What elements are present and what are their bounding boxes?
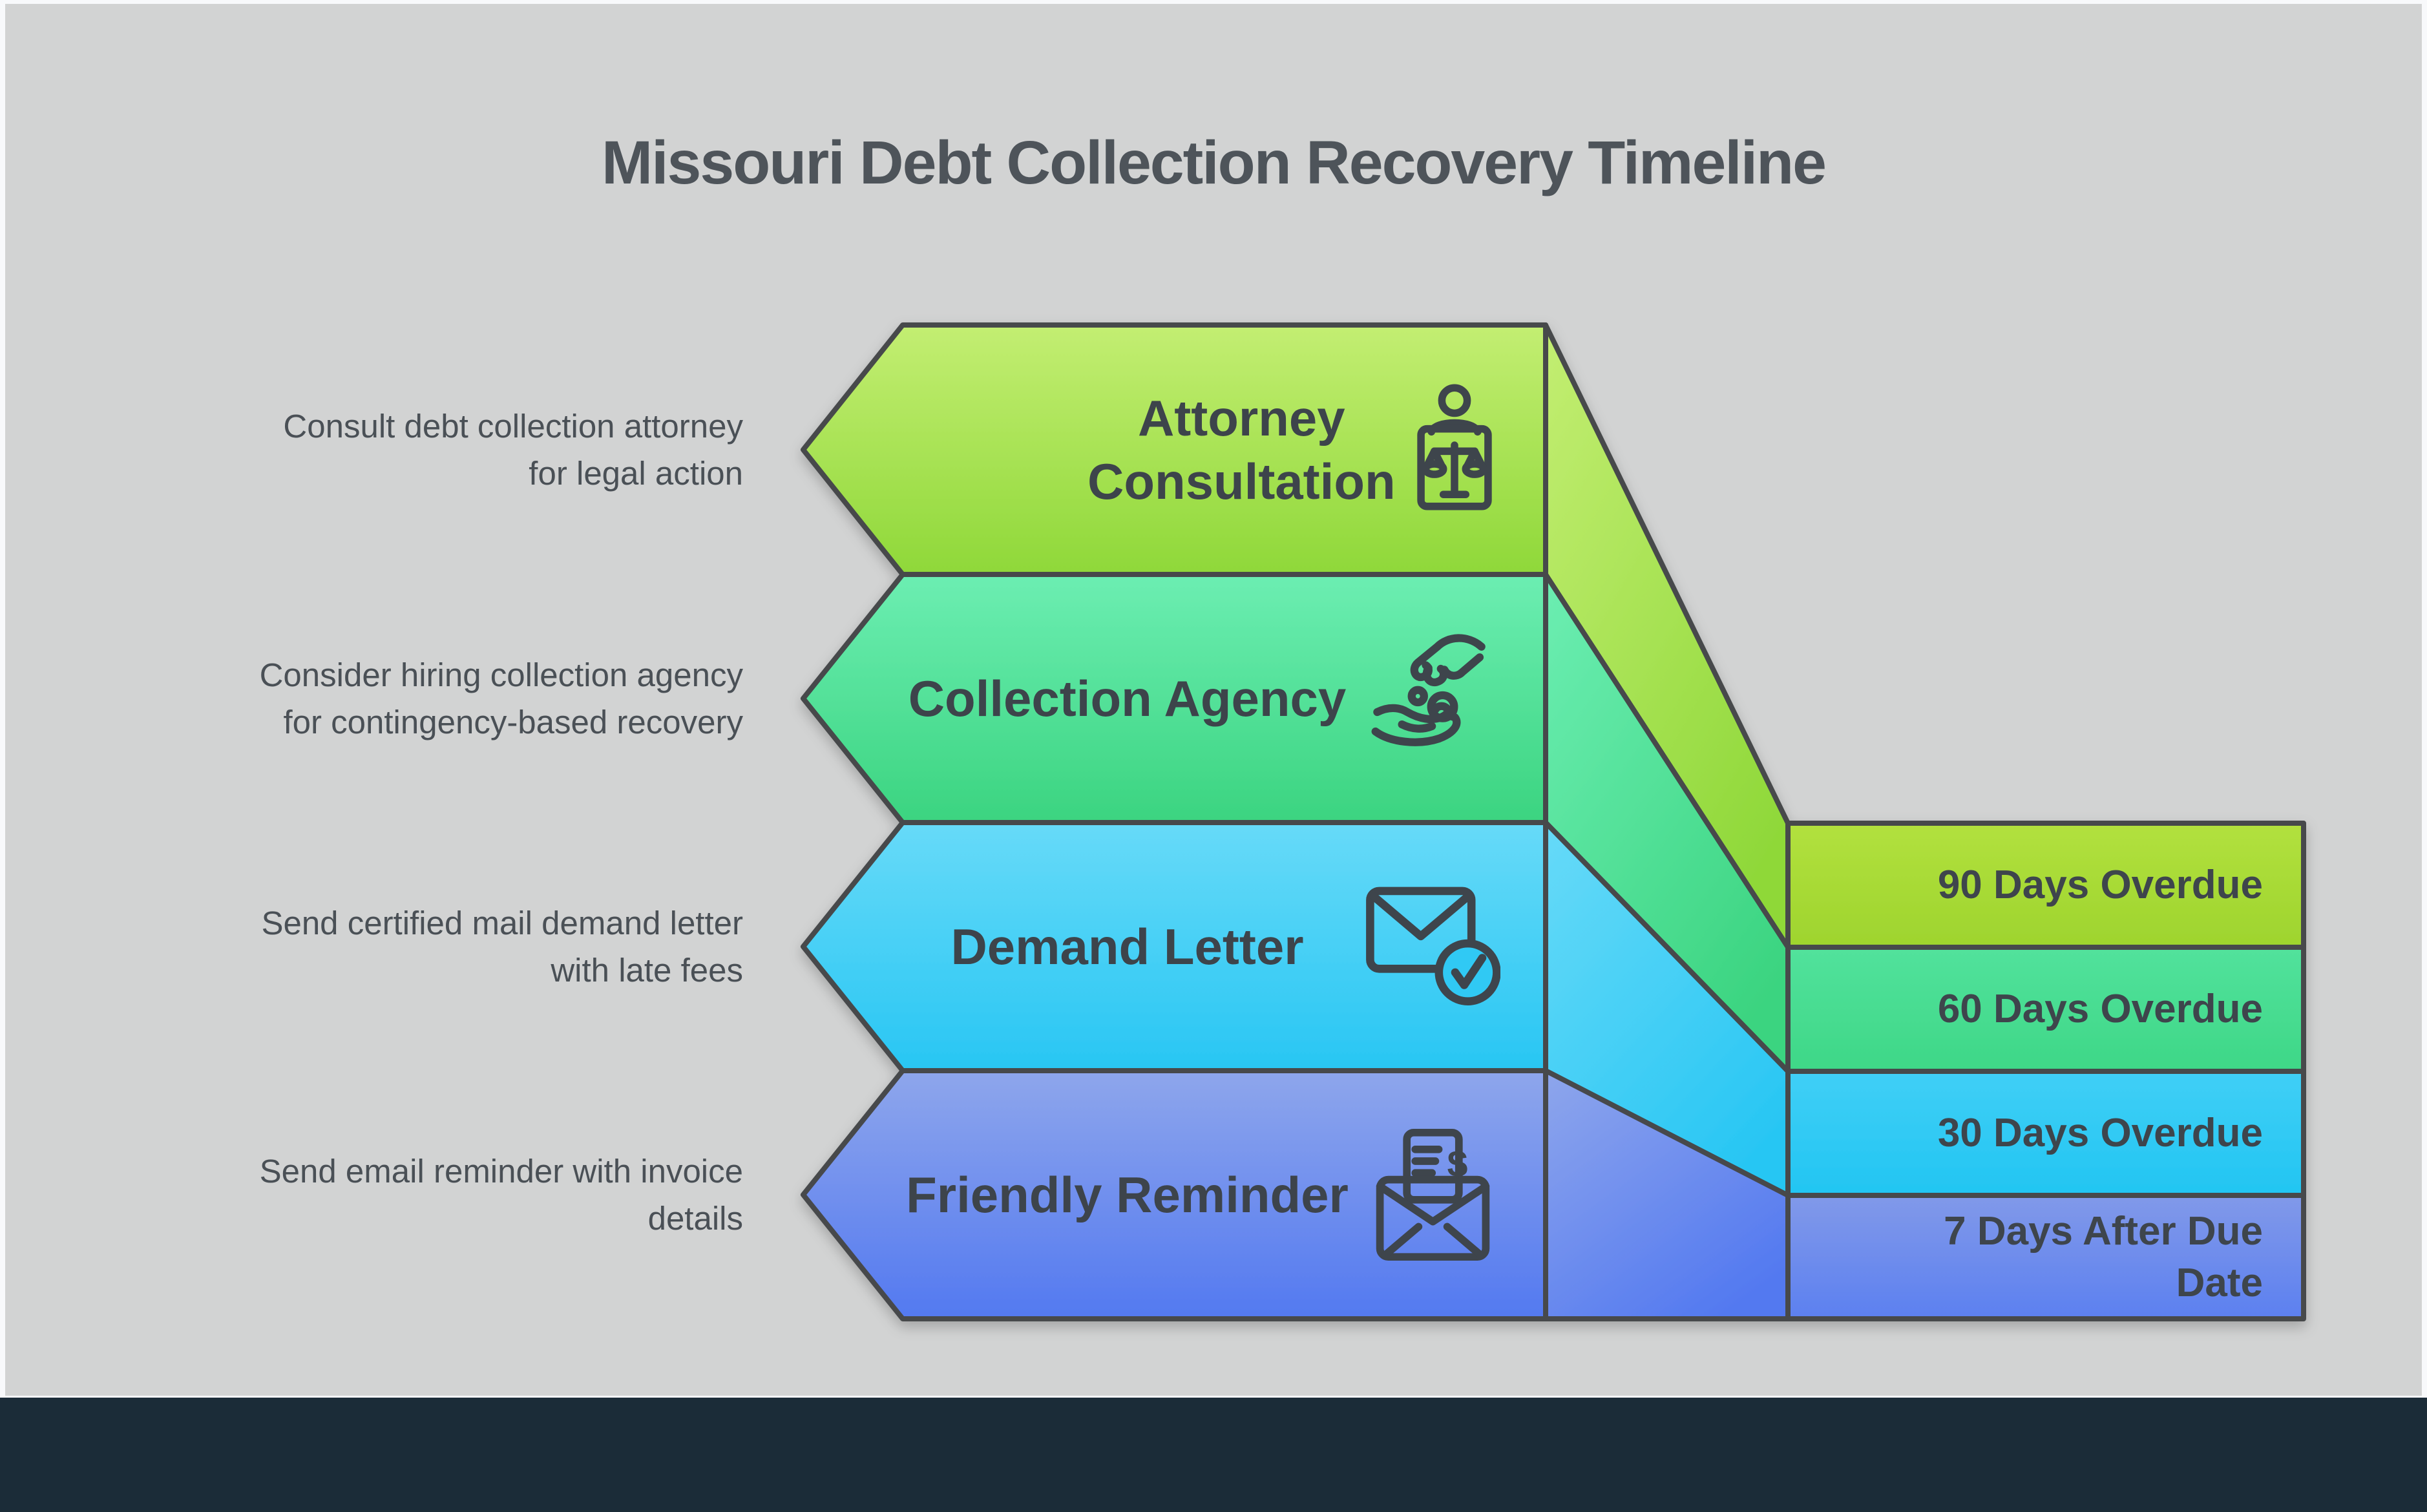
milestone-line: 90 Days Overdue (1937, 863, 2263, 907)
description-line: Consult debt collection attorney (283, 408, 743, 445)
milestone-line: Date (2176, 1260, 2263, 1305)
milestone-box-7-days (1785, 1193, 2306, 1321)
description-line: for contingency-based recovery (283, 704, 743, 740)
milestone-line: 7 Days After Due (1944, 1208, 2263, 1254)
description-demand: Send certified mail demand letter with l… (97, 823, 743, 1071)
open-envelope-invoice-icon: $ (1352, 1127, 1513, 1263)
banner-label-line: Friendly Reminder (906, 1166, 1349, 1223)
milestone-label-60-days: 60 Days Overdue (1788, 947, 2263, 1071)
description-line: for legal action (529, 455, 743, 492)
description-line: Consider hiring collection agency (259, 656, 743, 693)
banner-label-line: Attorney (1137, 390, 1345, 446)
hands-coins-icon (1352, 633, 1513, 765)
banner-label-reminder: Friendly Reminder (903, 1163, 1352, 1226)
banner-label-collection: Collection Agency (903, 667, 1352, 730)
milestone-label-30-days: 30 Days Overdue (1788, 1071, 2263, 1195)
page-title: Missouri Debt Collection Recovery Timeli… (602, 129, 1827, 197)
banner-reminder: Friendly Reminder $ (903, 1071, 1546, 1319)
milestone-line: 60 Days Overdue (1937, 987, 2263, 1031)
banner-label-attorney: Attorney Consultation (903, 386, 1396, 513)
description-collection: Consider hiring collection agency for co… (97, 574, 743, 823)
description-line: Send email reminder with invoice (259, 1153, 743, 1190)
description-line: details (647, 1200, 743, 1237)
description-attorney: Consult debt collection attorney for leg… (97, 325, 743, 574)
banner-label-demand: Demand Letter (903, 915, 1352, 978)
milestone-label-90-days: 90 Days Overdue (1788, 823, 2263, 947)
milestone-line: 30 Days Overdue (1937, 1111, 2263, 1155)
description-line: with late fees (551, 952, 743, 989)
milestone-box-90-days (1785, 821, 2306, 950)
description-reminder: Send email reminder with invoice details (97, 1071, 743, 1319)
description-line: Send certified mail demand letter (261, 905, 743, 941)
dollar-glyph: $ (1447, 1143, 1467, 1184)
banner-shape-reminder (801, 1068, 1548, 1321)
banner-collection: Collection Agency (903, 574, 1546, 823)
banner-label-line: Consultation (1087, 453, 1396, 510)
envelope-check-icon (1352, 885, 1513, 1008)
banner-label-line: Collection Agency (908, 670, 1347, 727)
banner-attorney: Attorney Consultation (903, 325, 1546, 574)
milestone-label-7-days: 7 Days After Due Date (1788, 1195, 2263, 1319)
banner-demand: Demand Letter (903, 823, 1546, 1071)
attorney-justice-scales-icon (1396, 383, 1513, 517)
footer-bar (0, 1398, 2427, 1512)
banner-label-line: Demand Letter (951, 918, 1304, 975)
